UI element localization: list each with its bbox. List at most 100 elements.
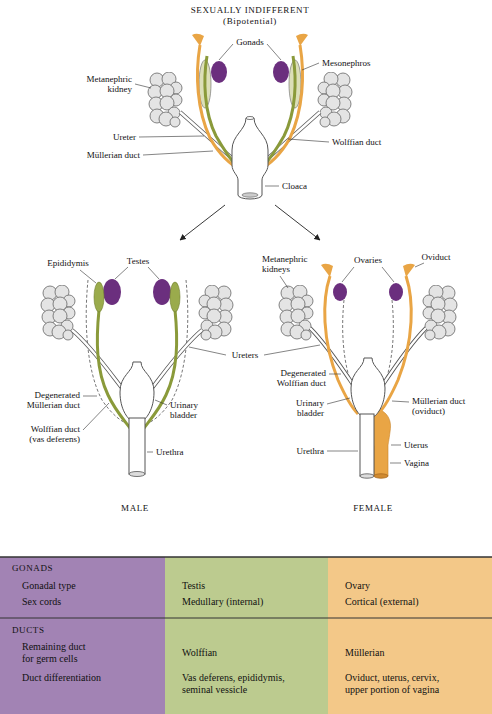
part-label: Cloaca (282, 181, 307, 191)
part-label: Urethra (297, 446, 324, 456)
table-rule (0, 556, 492, 558)
kidney (148, 72, 182, 127)
kidney (41, 285, 75, 340)
epididymis (94, 282, 104, 312)
leader-line (135, 84, 151, 88)
leader-line (280, 276, 288, 288)
part-label: Urethra (156, 447, 183, 457)
part-label: Uterus (404, 440, 428, 450)
urethra-opening (129, 472, 145, 477)
arrow-connector (275, 205, 320, 240)
mullerian-funnel (192, 34, 204, 46)
leader-line (265, 186, 279, 187)
leader-line (415, 263, 424, 267)
table-cell: Ovary (345, 580, 370, 592)
leader-line (115, 267, 128, 279)
part-label: Oviduct (422, 252, 451, 262)
panel-heading: FEMALE (353, 503, 393, 514)
part-label: Müllerian duct (oviduct) (412, 396, 474, 416)
male-figure (41, 279, 233, 477)
table-cell: Vas deferens, epididymis, seminal vessic… (182, 672, 307, 696)
leader-line (143, 151, 213, 155)
table-column (0, 557, 165, 714)
table-heading: DUCTS (12, 625, 45, 636)
table-cell: Wolffian (182, 647, 217, 659)
table-cell: Testis (182, 580, 205, 592)
leader-line (329, 374, 341, 375)
mullerian-funnel (296, 34, 308, 46)
cloaca-top (246, 117, 254, 120)
table-cell: Medullary (internal) (182, 596, 263, 608)
part-label: Müllerian duct (87, 150, 140, 160)
leader-line (139, 136, 204, 137)
part-label: Metanephric kidneys (262, 254, 318, 274)
table-cell: Gonadal type (22, 580, 76, 592)
ureter (382, 328, 426, 386)
leader-lines (80, 44, 424, 463)
ureter (382, 328, 426, 386)
part-label: Metanephric kidney (76, 74, 132, 94)
cloaca (232, 118, 268, 199)
kidney (423, 285, 457, 340)
bladder (120, 362, 154, 420)
bladder (351, 358, 385, 416)
leader-line (83, 396, 97, 397)
oviduct-funnel (403, 264, 415, 277)
part-label: Mesonephros (322, 58, 371, 68)
kidney (318, 72, 352, 127)
leader-line (264, 345, 320, 355)
leader-line (392, 401, 409, 402)
epididymis (170, 282, 180, 312)
leader-line (155, 400, 167, 405)
leader-line (302, 63, 319, 70)
urethra (360, 414, 374, 476)
part-label: Wolffian duct (332, 137, 381, 147)
urethra-opening (360, 474, 374, 478)
oviduct-funnel (321, 264, 333, 277)
table-cell: Müllerian (345, 647, 384, 659)
part-label: Degenerated Müllerian duct (18, 390, 80, 410)
part-label: Vagina (404, 458, 429, 468)
leader-line (83, 403, 109, 430)
leader-line (382, 267, 394, 282)
table-cell: Sex cords (22, 596, 61, 608)
table-heading: GONADS (12, 563, 53, 574)
ovary (389, 283, 403, 301)
testis (103, 279, 121, 305)
table-cell: Oviduct, uterus, cervix, upper portion o… (345, 672, 455, 696)
gonad (211, 61, 227, 83)
panel-heading: SEXUALLY INDIFFERENT (191, 5, 310, 16)
table-rule (0, 618, 492, 619)
table-cell: Duct differentiation (22, 672, 101, 684)
kidney (279, 285, 313, 340)
part-label: Ureter (113, 132, 136, 142)
indifferent-figure (148, 34, 352, 199)
panel-subheading: (Bipotential) (223, 16, 277, 27)
urethra (129, 418, 145, 474)
part-label: Ureters (232, 350, 259, 360)
vaginal-opening (374, 474, 388, 478)
ovary (333, 283, 347, 301)
testis (153, 279, 171, 305)
leader-line (327, 398, 350, 404)
part-label: Ovaries (354, 255, 382, 265)
figure-panel: MALE (15, 240, 255, 520)
leader-line (80, 270, 96, 283)
part-label: Testes (127, 256, 149, 266)
table-cell: Remaining duct for germ cells (22, 641, 94, 665)
part-label: Gonads (236, 37, 264, 47)
summary-table (0, 557, 492, 714)
leader-line (189, 347, 226, 355)
part-label: Degenerated Wolffian duct (264, 368, 326, 388)
part-label: Wolffian duct (vas deferens) (20, 424, 80, 444)
leader-line (219, 44, 233, 60)
leader-line (148, 267, 159, 279)
part-label: Urinary bladder (170, 400, 212, 420)
table-cell: Cortical (external) (345, 596, 419, 608)
cloaca-opening (242, 193, 258, 197)
gonad (273, 61, 289, 83)
figure-panel: SEXUALLY INDIFFERENT(Bipotential) (150, 2, 350, 205)
table-column (165, 557, 328, 714)
leader-line (267, 44, 281, 60)
